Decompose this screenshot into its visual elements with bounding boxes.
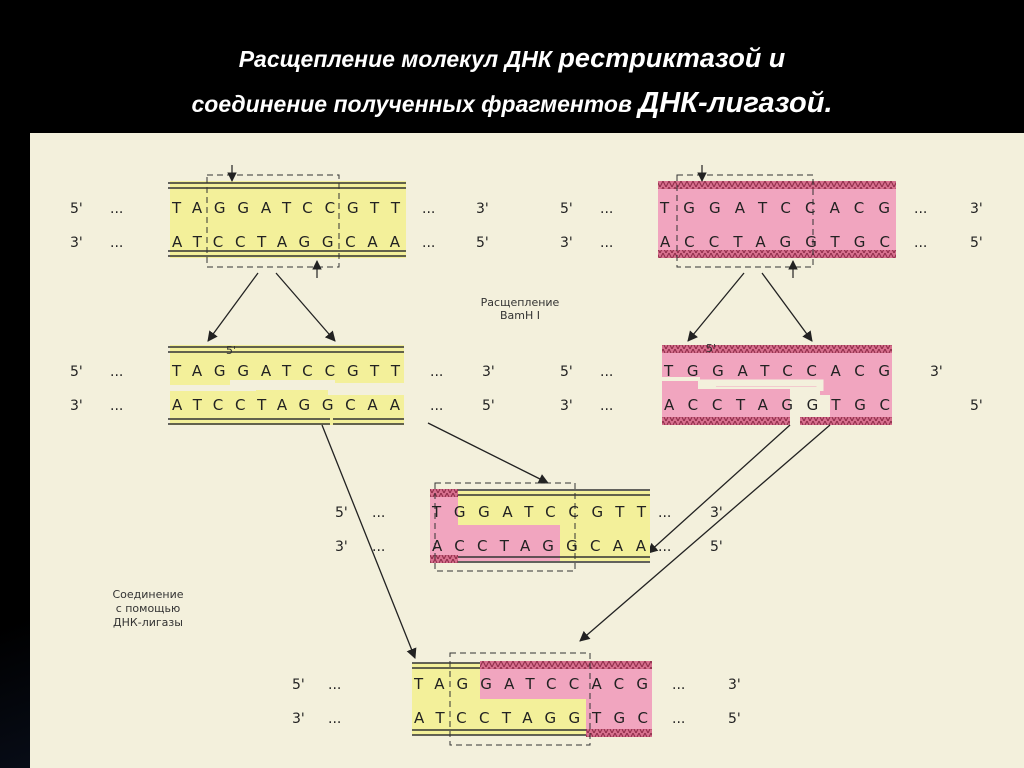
end-label-3: 3' [728,677,741,693]
end-label-5: 5' [482,398,495,414]
end-label-5: 5' [970,398,983,414]
end-label-3: 3' [70,235,83,251]
dots: ... [658,539,671,555]
end-label-5: 5' [226,344,236,357]
end-label-5: 5' [560,364,573,380]
zigzag-edge [662,345,892,353]
end-label-3: 3' [930,364,943,380]
restriction-diagram: 5' ... TAGGATCCGTT ... 3' 3' ... ATCCTAG… [70,165,983,746]
dots: ... [430,364,443,380]
end-label-5: 5' [476,235,489,251]
dots: ... [372,505,385,521]
molecule-left-original: 5' ... TAGGATCCGTT ... 3' 3' ... ATCCTAG… [70,165,489,278]
ligation-label-line-1: Соединение [112,588,183,601]
dots: ... [110,201,123,217]
dots: ... [328,677,341,693]
zigzag-edge [430,489,458,497]
dots: ... [658,505,671,521]
dots: ... [600,201,613,217]
dots: ... [672,711,685,727]
end-label-5: 5' [70,201,83,217]
zigzag-edge [480,661,652,669]
molecule-left-cut: 5' 5' ... TAGGATCCGTT ... 3' 3' ... ATCC… [70,344,495,425]
enzyme-label: BamH I [500,309,540,322]
end-label-3: 3' [482,364,495,380]
recognition-site-box [434,482,576,572]
molecule-hybrid-a: 5' ... TGGATCCGTT ... 3' 3' ... ACCTAGGC… [335,482,723,572]
end-label-3: 3' [970,201,983,217]
recognition-site-box [449,652,591,746]
dots: ... [600,364,613,380]
fragment-pink-bg [430,491,560,561]
cleavage-arrows [207,272,813,342]
fragment-pink-bg [658,181,896,258]
zigzag-edge [662,417,790,425]
title-line-1-part-a: Расщепление молекул ДНК [238,46,559,72]
molecule-hybrid-b: 5' ... TAGGATCCACG ... 3' 3' ... ATCCTAG… [292,652,741,746]
fragment-yellow-bg [170,181,406,258]
end-label-3: 3' [560,398,573,414]
dots: ... [914,201,927,217]
dots: ... [110,364,123,380]
recognition-site-box [206,174,340,268]
zigzag-edge [658,181,896,189]
dots: ... [110,398,123,414]
dots: ... [372,539,385,555]
cleavage-label: Расщепление [481,296,560,309]
dots: ... [672,677,685,693]
ligation-label-line-3: ДНК-лигазы [113,616,183,629]
end-label-3: 3' [560,235,573,251]
title-line-1: Расщепление молекул ДНК рестриктазой и [0,36,1024,81]
title-line-2-part-b: ДНК-лигазой. [638,87,833,119]
end-label-3: 3' [710,505,723,521]
end-label-5: 5' [70,364,83,380]
dots: ... [600,398,613,414]
zigzag-edge [658,250,896,258]
end-label-5: 5' [706,342,716,355]
fragment-pink-bg [480,663,652,735]
end-label-3: 3' [335,539,348,555]
dots: ... [600,235,613,251]
title-line-2-part-a: соединение полученных фрагментов [191,91,639,117]
end-label-3: 3' [292,711,305,727]
end-label-5: 5' [292,677,305,693]
dots: ... [328,711,341,727]
ligation-label-line-2: с помощью [116,602,181,615]
dots: ... [914,235,927,251]
dots: ... [430,398,443,414]
end-label-5: 5' [335,505,348,521]
end-label-5: 5' [560,201,573,217]
slide-title: Расщепление молекул ДНК рестриктазой и с… [0,36,1024,126]
end-label-3: 3' [476,201,489,217]
end-label-5: 5' [970,235,983,251]
recognition-site-box [676,174,814,268]
end-label-3: 3' [70,398,83,414]
dots: ... [110,235,123,251]
end-label-5: 5' [710,539,723,555]
ligation-arrows [321,422,831,659]
end-label-5: 5' [728,711,741,727]
molecule-right-cut: 5' 5' ... TGGATCCACG 3' 3' ... ACCTAGGTG… [560,342,983,425]
diagram-panel: 5' ... TAGGATCCGTT ... 3' 3' ... ATCCTAG… [30,133,1024,768]
dots: ... [422,201,435,217]
title-line-1-part-b: рестриктазой и [558,43,786,73]
molecule-right-original: 5' ... TGGATCCACG ... 3' 3' ... ACCTAGGT… [560,165,983,278]
zigzag-edge [430,555,458,563]
title-line-2: соединение полученных фрагментов ДНК-лиг… [0,81,1024,126]
zigzag-edge [586,729,652,737]
zigzag-edge [800,417,892,425]
dots: ... [422,235,435,251]
